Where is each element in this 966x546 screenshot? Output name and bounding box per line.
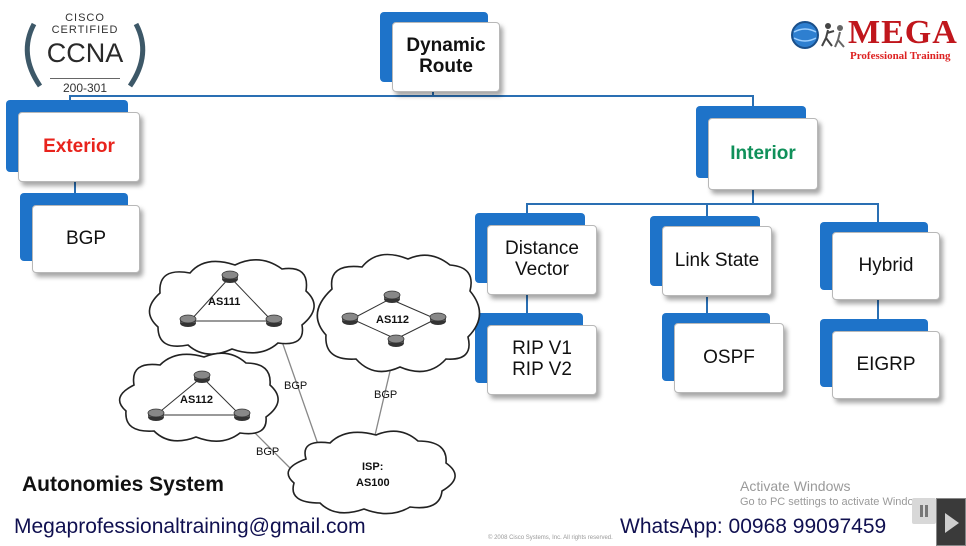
node-eigrp: EIGRP [820,319,942,401]
node-interior: Interior [696,106,820,192]
as-network-diagram: AS111 AS112 AS112 ISP [118,253,481,515]
node-hybrid: Hybrid [820,222,942,302]
node-distance-vector: Distance Vector [475,213,599,297]
node-distance-vector-label: Distance Vector [487,225,597,295]
node-rip-label: RIP V1 RIP V2 [487,325,597,395]
cloud-as112-top [316,253,481,373]
next-arrow-icon [945,513,959,533]
cloud-as112-middle [118,352,279,442]
next-slide-thumbnail[interactable] [936,498,966,546]
cloud-as112-middle-label: AS112 [180,394,213,406]
node-exterior: Exterior [6,100,144,186]
bgp-link-label: BGP [284,380,307,392]
mega-tagline: Professional Training [850,50,951,62]
node-dynamic-route-label: Dynamic Route [392,22,500,92]
cloud-as111-label: AS111 [208,296,240,308]
node-hybrid-label: Hybrid [832,232,940,300]
pause-button[interactable] [912,498,936,524]
footer-copyright: © 2008 Cisco Systems, Inc. All rights re… [488,535,613,541]
ccna-badge: CISCO CERTIFIED CCNA 200-301 [14,4,156,98]
ccna-exam: 200-301 [50,78,120,95]
mega-logo: MEGA Professional Training [790,12,966,62]
node-ospf-label: OSPF [674,323,784,393]
ccna-wreath-icon [24,22,146,88]
node-eigrp-label: EIGRP [832,331,940,399]
globe-icon [791,21,819,49]
cloud-as112-top-label: AS112 [376,314,409,326]
node-interior-label: Interior [708,118,818,190]
cloud-as111 [148,259,315,355]
bgp-link-label: BGP [256,446,279,458]
activate-windows-subtitle: Go to PC settings to activate Windows. [740,496,920,508]
activate-windows-title: Activate Windows [740,478,851,494]
node-dynamic-route: Dynamic Route [380,12,502,94]
ccna-certified: CERTIFIED [51,24,119,36]
pause-icon [920,505,928,517]
node-ospf: OSPF [662,313,786,395]
bgp-link-label: BGP [374,389,397,401]
node-rip: RIP V1 RIP V2 [475,313,599,397]
cloud-isp [287,430,456,515]
isp-label-1: ISP: [362,461,383,473]
ccna-title: CCNA [46,38,124,68]
caption-autonomies-system: Autonomies System [22,473,224,496]
mega-word: MEGA [848,14,958,51]
runners-icon [821,23,845,48]
node-link-state-label: Link State [662,226,772,296]
node-bgp: BGP [20,193,144,275]
node-bgp-label: BGP [32,205,140,273]
node-link-state: Link State [650,216,774,298]
ccna-cisco: CISCO [65,12,105,24]
footer-email[interactable]: Megaprofessionaltraining@gmail.com [14,515,366,538]
footer-whatsapp: WhatsApp: 00968 99097459 [620,515,887,538]
node-exterior-label: Exterior [18,112,140,182]
isp-label-2: AS100 [356,477,390,489]
